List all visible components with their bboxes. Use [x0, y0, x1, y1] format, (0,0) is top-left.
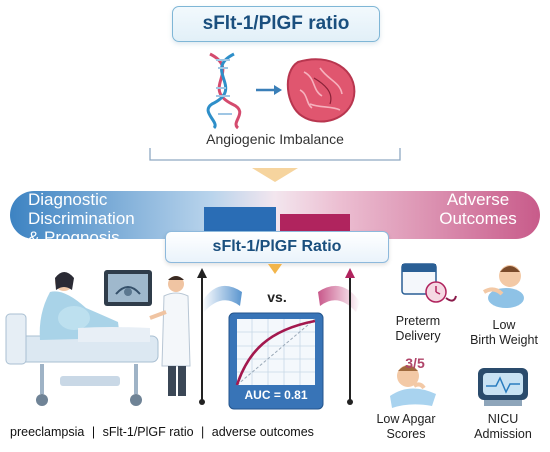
preterm-line-2: Delivery	[395, 329, 441, 343]
placenta-icon	[286, 58, 356, 123]
keyword-separator: |	[91, 425, 96, 439]
lbw-line-1: Low	[492, 318, 516, 332]
keyword-preeclampsia: preeclampsia	[10, 425, 85, 439]
preterm-line-1: Preterm	[395, 314, 441, 328]
roc-diagonal	[236, 318, 316, 386]
ratio-label-box: sFlt-1/PlGF Ratio	[165, 231, 389, 263]
incubator-icon	[478, 368, 528, 406]
left-line-3: & Prognosis	[28, 228, 120, 247]
down-arrow-icon	[252, 168, 298, 182]
apgar-line-2: Scores	[386, 427, 426, 441]
apgar-line-1: Low Apgar	[376, 412, 436, 426]
right-line-1: Adverse	[446, 190, 510, 209]
right-line-2: Outcomes	[439, 209, 517, 228]
outcome-icons	[390, 263, 528, 408]
auc-label: AUC = 0.81	[244, 388, 308, 402]
nicu-line-1: NICU	[487, 412, 519, 426]
imbalance-label: Angiogenic Imbalance	[206, 131, 344, 147]
left-line-2: Discrimination	[28, 209, 135, 228]
dna-placenta-illustration	[206, 52, 356, 130]
pink-arc	[318, 285, 360, 312]
top-title: sFlt-1/PlGF ratio	[202, 13, 350, 34]
low-apgar-label: Low Apgar Scores	[358, 412, 454, 442]
ratio-label: sFlt-1/PlGF Ratio	[212, 238, 342, 255]
roc-curve	[235, 319, 316, 386]
right-arrow-icon	[256, 85, 282, 95]
blue-arc	[202, 285, 242, 312]
preterm-label: Preterm Delivery	[378, 314, 458, 344]
keyword-separator: |	[201, 425, 205, 439]
crying-baby-icon	[390, 365, 436, 408]
roc-panel	[228, 312, 324, 410]
right-banner-text: Adverse Outcomes	[430, 190, 526, 228]
low-birth-weight-label: Low Birth Weight	[458, 318, 550, 348]
vs-label: vs.	[267, 289, 287, 305]
top-title-box: sFlt-1/PlGF ratio	[172, 6, 380, 42]
hospital-bed-icon	[5, 313, 159, 406]
dna-icon	[206, 52, 242, 130]
keyword-adverse-outcomes: adverse outcomes	[211, 425, 314, 439]
keywords-line: preeclampsia | sFlt-1/PlGF ratio | adver…	[10, 425, 350, 439]
lbw-line-2: Birth Weight	[470, 333, 538, 347]
patient-icon	[39, 272, 150, 342]
apgar-score: 3/5	[405, 355, 425, 371]
bracket-connector	[149, 148, 401, 182]
comparison-arrows	[197, 264, 360, 405]
baby-icon	[482, 265, 524, 308]
nicu-line-2: Admission	[474, 427, 532, 441]
monitor-icon	[104, 270, 152, 306]
doctor-icon	[149, 276, 191, 396]
keyword-ratio: sFlt-1/PlGF ratio	[102, 425, 194, 439]
calendar-clock-icon	[401, 263, 457, 303]
left-line-1: Diagnostic	[28, 190, 108, 209]
down-arrow-small-icon	[268, 264, 282, 274]
left-banner-text: Diagnostic Discrimination & Prognosis	[28, 190, 135, 247]
nicu-label: NICU Admission	[460, 412, 546, 442]
hospital-scene-illustration	[5, 270, 191, 406]
